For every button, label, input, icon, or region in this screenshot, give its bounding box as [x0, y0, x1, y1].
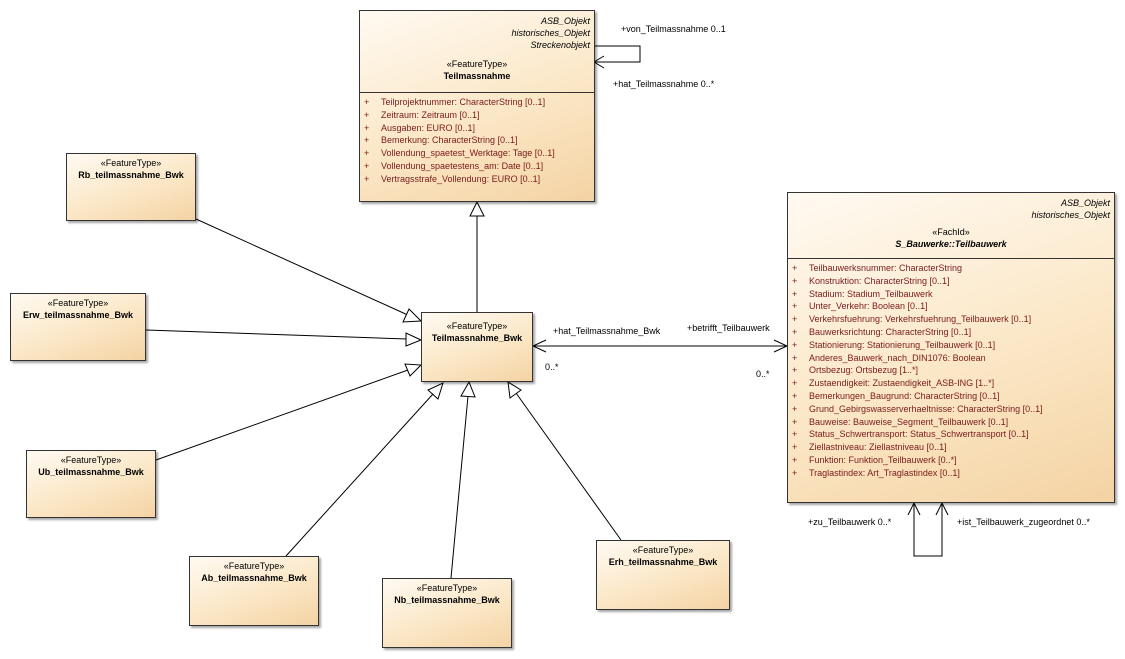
attribute-list: +Teilprojektnummer: CharacterString [0..… [360, 92, 594, 186]
attribute-row[interactable]: +Stationierung: Stationierung_Teilbauwer… [792, 339, 996, 350]
generalization-arrowhead [402, 308, 423, 323]
role-label-betrifft-teilbauwerk: +betrifft_Teilbauwerk [687, 323, 770, 333]
attribute-row[interactable]: +Zustaendigkeit: Zustaendigkeit_ASB-ING … [792, 378, 995, 389]
stereotype-label: «FeatureType» [416, 583, 478, 593]
role-label-von-teilmassnahme: +von_Teilmassnahme 0..1 [621, 24, 726, 34]
attribute-row[interactable]: +Unter_Verkehr: Boolean [0..1] [792, 301, 928, 312]
generalization-arrowhead [427, 382, 444, 400]
attribute-row[interactable]: +Traglastindex: Art_Traglastindex [0..1] [792, 467, 960, 478]
attribute-row[interactable]: +Ziellastniveau: Ziellastniveau [0..1] [792, 442, 947, 453]
class-rb-teilmassnahme-bwk[interactable]: «FeatureType» Rb_teilmassnahme_Bwk [66, 153, 196, 221]
attribute-row[interactable]: +Vertragsstrafe_Vollendung: EURO [0..1] [364, 173, 541, 184]
class-name: Erh_teilmassnahme_Bwk [608, 557, 718, 567]
class-nb-teilmassnahme-bwk[interactable]: «FeatureType» Nb_teilmassnahme_Bwk [382, 578, 512, 648]
attribute-list: +Teilbauwerksnummer: CharacterString +Ko… [788, 258, 1114, 480]
attribute-row[interactable]: +Vollendung_spaetestens_am: Date [0..1] [364, 160, 544, 171]
generalization-erw [145, 329, 408, 340]
role-label-hat-teilmassnahme: +hat_Teilmassnahme 0..* [613, 79, 715, 89]
attribute-row[interactable]: +Anderes_Bauwerk_nach_DIN1076: Boolean [792, 352, 986, 363]
class-name: Rb_teilmassnahme_Bwk [78, 170, 184, 180]
supertype-label: ASB_Objekt [540, 16, 590, 26]
generalization-ab [285, 393, 434, 557]
attribute-row[interactable]: +Bemerkung: CharacterString [0..1] [364, 135, 518, 146]
attribute-row[interactable]: +Teilprojektnummer: CharacterString [0..… [364, 97, 546, 107]
class-name: Ab_teilmassnahme_Bwk [201, 573, 307, 583]
role-label-zu-teilbauwerk: +zu_Teilbauwerk 0..* [808, 517, 892, 527]
attribute-row[interactable]: +Ausgaben: EURO [0..1] [364, 122, 476, 133]
generalization-arrowhead [469, 200, 485, 217]
self-association-arrowhead [935, 501, 949, 516]
class-name: Nb_teilmassnahme_Bwk [394, 595, 500, 605]
self-association-teilbauwerk [913, 503, 943, 557]
stereotype-label: «FeatureType» [446, 59, 508, 69]
attribute-row[interactable]: +Vollendung_spaetest_Werktage: Tage [0..… [364, 148, 555, 159]
class-teilbauwerk[interactable]: ASB_Objekt historisches_Objekt «FachId» … [787, 192, 1115, 503]
stereotype-label: «FeatureType» [60, 455, 122, 465]
attribute-row[interactable]: +Ortsbezug: Ortsbezug [1..*] [792, 365, 919, 376]
generalization-nb [450, 395, 469, 579]
stereotype-label: «FeatureType» [632, 545, 694, 555]
multiplicity-label: 0..* [545, 362, 559, 372]
class-ub-teilmassnahme-bwk[interactable]: «FeatureType» Ub_teilmassnahme_Bwk [26, 450, 156, 518]
attribute-row[interactable]: +Zeitraum: Zeitraum [0..1] [364, 109, 480, 120]
attribute-row[interactable]: +Bemerkungen_Baugrund: CharacterString [… [792, 390, 1000, 401]
class-name: Teilmassnahme_Bwk [431, 333, 523, 343]
attribute-row[interactable]: +Grund_Gebirgswasserverhaeltnisse: Chara… [792, 403, 1043, 414]
attribute-row[interactable]: +Funktion: Funktion_Teilbauwerk [0..*] [792, 454, 957, 465]
class-teilmassnahme[interactable]: ASB_Objekt historisches_Objekt Streckeno… [359, 10, 595, 202]
self-association-arrowhead [907, 501, 921, 516]
association-arrowhead-left [531, 339, 547, 353]
role-label-ist-teilbauwerk-zugeordnet: +ist_Teilbauwerk_zugeordnet 0..* [957, 517, 1090, 527]
attribute-row[interactable]: +Stadium: Stadium_Teilbauwerk [792, 288, 933, 299]
class-name: S_Bauwerke::Teilbauwerk [895, 239, 1007, 249]
role-label-hat-teilmassnahme-bwk: +hat_Teilmassnahme_Bwk [553, 326, 661, 336]
attribute-row[interactable]: +Status_Schwertransport: Status_Schwertr… [792, 429, 1029, 440]
class-name: Teilmassnahme [443, 71, 511, 81]
attribute-row[interactable]: +Konstruktion: CharacterString [0..1] [792, 275, 950, 286]
stereotype-label: «FeatureType» [100, 158, 162, 168]
attribute-row[interactable]: +Bauwerksrichtung: CharacterString [0..1… [792, 326, 972, 337]
stereotype-label: «FeatureType» [446, 321, 508, 331]
stereotype-label: «FeatureType» [223, 561, 285, 571]
supertype-label: historisches_Objekt [1031, 210, 1110, 220]
self-association-teilmassnahme [594, 45, 641, 63]
generalization-arrowhead [404, 363, 423, 377]
attribute-row[interactable]: +Bauweise: Bauweise_Segment_Teilbauwerk … [792, 416, 1009, 427]
class-ab-teilmassnahme-bwk[interactable]: «FeatureType» Ab_teilmassnahme_Bwk [189, 556, 319, 626]
generalization-arrowhead [460, 380, 476, 398]
supertype-label: Streckenobjekt [530, 40, 590, 50]
generalization-ub [155, 369, 409, 461]
class-erw-teilmassnahme-bwk[interactable]: «FeatureType» Erw_teilmassnahme_Bwk [10, 293, 146, 361]
stereotype-label: «FachId» [932, 227, 970, 237]
supertype-label: ASB_Objekt [1060, 198, 1110, 208]
generalization-rb [195, 218, 411, 317]
multiplicity-label: 0..* [756, 369, 770, 379]
attribute-row[interactable]: +Teilbauwerksnummer: CharacterString [792, 263, 963, 273]
generalization-arrowhead [507, 381, 522, 399]
generalization-erh [515, 392, 622, 541]
supertype-label: historisches_Objekt [511, 28, 590, 38]
class-name: Ub_teilmassnahme_Bwk [38, 467, 144, 477]
stereotype-label: «FeatureType» [47, 298, 109, 308]
class-erh-teilmassnahme-bwk[interactable]: «FeatureType» Erh_teilmassnahme_Bwk [596, 540, 730, 610]
generalization-arrowhead [405, 332, 423, 347]
attribute-row[interactable]: +Verkehrsfuehrung: Verkehrsfuehrung_Teil… [792, 314, 1032, 325]
class-teilmassnahme-bwk[interactable]: «FeatureType» Teilmassnahme_Bwk [421, 312, 533, 382]
class-name: Erw_teilmassnahme_Bwk [22, 310, 134, 320]
